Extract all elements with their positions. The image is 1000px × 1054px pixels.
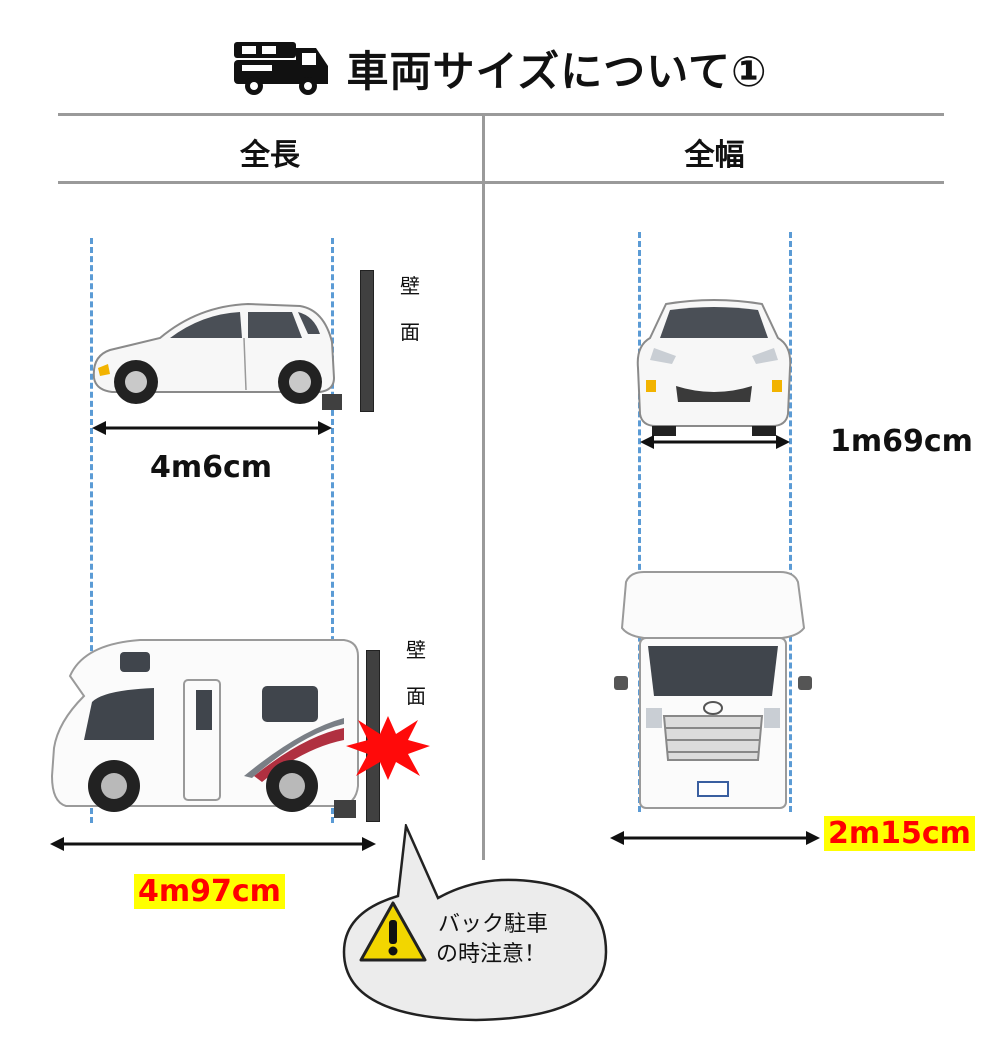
camper-width-value: 2m15cm — [824, 816, 975, 851]
page-title: 車両サイズについて① — [0, 28, 1000, 108]
width-guide-left — [638, 232, 641, 812]
column-divider — [482, 115, 485, 860]
camper-side-image — [50, 639, 359, 812]
wall-label-char-2: 面 — [400, 320, 420, 344]
camper-rear-bumper-block — [334, 800, 356, 818]
header-top-rule — [58, 113, 944, 116]
camper-length-value: 4m97cm — [134, 874, 285, 909]
compact-car-side-image — [92, 302, 336, 404]
length-guide-rear — [331, 238, 334, 823]
header-bottom-rule — [58, 181, 944, 184]
width-guide-right — [789, 232, 792, 812]
callout-line-1: バック駐車 — [438, 912, 549, 937]
car-length-value: 4m6cm — [150, 450, 273, 485]
compact-car-front-image — [636, 299, 792, 436]
title-text: 車両サイズについて① — [346, 46, 768, 96]
column-header-length: 全長 — [240, 138, 300, 173]
wall-label-char-1-camper: 壁 — [406, 638, 426, 662]
warning-callout-bubble — [342, 824, 608, 1022]
column-header-width: 全幅 — [684, 138, 745, 173]
impact-burst-icon — [346, 716, 430, 780]
rear-bumper-block — [322, 394, 342, 410]
car-width-arrow — [640, 435, 790, 449]
callout-line-2: の時注意！ — [436, 942, 547, 967]
camper-length-arrow — [50, 837, 376, 851]
camper-width-arrow — [610, 831, 820, 845]
warning-icon — [359, 901, 427, 962]
length-guide-front — [90, 238, 93, 823]
car-width-value: 1m69cm — [830, 424, 973, 459]
camper-front-image — [614, 571, 812, 809]
car-length-arrow — [92, 421, 332, 435]
wall-bar-car — [360, 270, 374, 412]
wall-label-char-2-camper: 面 — [406, 684, 426, 708]
wall-label-char-1: 壁 — [400, 274, 420, 298]
camper-van-icon — [234, 42, 329, 95]
